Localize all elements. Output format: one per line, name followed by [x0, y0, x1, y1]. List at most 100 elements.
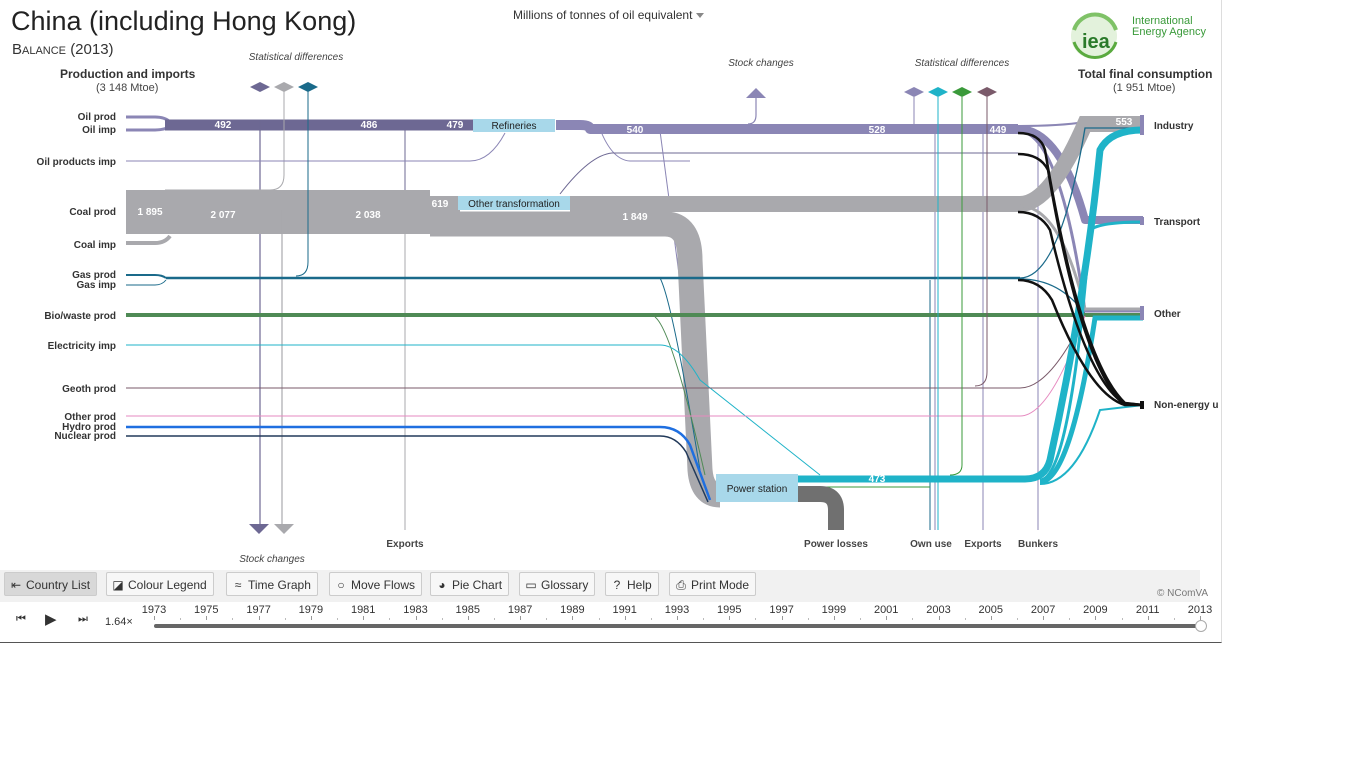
gas-flow[interactable]: [126, 90, 1143, 530]
year-tick-minor: [546, 618, 548, 620]
timeline-track[interactable]: [154, 624, 1202, 628]
flow-value: 449: [990, 125, 1007, 136]
source-label[interactable]: Gas imp: [77, 280, 116, 291]
source-label[interactable]: Electricity imp: [48, 341, 116, 352]
source-label[interactable]: Bio/waste prod: [44, 311, 116, 322]
play-icon[interactable]: ▶: [45, 611, 57, 628]
source-label[interactable]: Coal prod: [69, 207, 116, 218]
year-tick: [781, 616, 783, 620]
sink-label[interactable]: Other: [1154, 309, 1181, 320]
top-arrows: [249, 82, 997, 534]
year-label[interactable]: 1995: [717, 604, 742, 616]
year-tick: [363, 616, 365, 620]
year-label[interactable]: 2007: [1030, 604, 1056, 616]
exit-icon: ⇤: [10, 578, 22, 592]
stat-diff-right-label: Statistical differences: [915, 58, 1010, 69]
unit-dropdown-label: Millions of tonnes of oil equivalent: [513, 8, 693, 22]
year-tick: [206, 616, 208, 620]
source-label[interactable]: Nuclear prod: [54, 431, 116, 442]
source-label[interactable]: Oil imp: [82, 125, 116, 136]
year-label[interactable]: 1973: [141, 604, 167, 616]
move-flows-label: Move Flows: [351, 578, 416, 592]
annotations: Statistical differences Stock changes St…: [239, 52, 1058, 565]
power-losses-label: Power losses: [804, 539, 868, 550]
source-label[interactable]: Oil products imp: [37, 157, 116, 168]
oil-flow[interactable]: [126, 90, 1143, 530]
refineries-node[interactable]: Refineries: [473, 119, 555, 132]
year-label[interactable]: 1981: [350, 604, 376, 616]
app-window: China (including Hong Kong) Balance (201…: [0, 0, 1222, 643]
source-label[interactable]: Other prod: [64, 412, 116, 423]
year-label[interactable]: 1983: [403, 604, 428, 616]
country-list-button[interactable]: ⇤Country List: [4, 572, 98, 596]
book-icon: ▭: [525, 578, 537, 592]
year-label[interactable]: 2001: [873, 604, 899, 616]
help-button[interactable]: ?Help: [605, 572, 659, 596]
flow-value: 492: [215, 120, 232, 131]
year-tick: [833, 616, 835, 620]
source-label[interactable]: Oil prod: [78, 112, 116, 123]
year-label[interactable]: 1993: [664, 604, 690, 616]
source-label[interactable]: Hydro prod: [62, 422, 116, 433]
skip-back-icon[interactable]: ⏮: [16, 613, 26, 625]
year-label[interactable]: 2003: [926, 604, 951, 616]
power-losses-flow[interactable]: [797, 486, 844, 530]
source-label[interactable]: Geoth prod: [62, 384, 116, 395]
year-label[interactable]: 1975: [194, 604, 219, 616]
year-label[interactable]: 1989: [560, 604, 585, 616]
year-label[interactable]: 1997: [769, 604, 794, 616]
time-graph-button[interactable]: ≈Time Graph: [226, 572, 318, 596]
pie-chart-button[interactable]: ◕Pie Chart: [430, 572, 510, 596]
geoth-flow[interactable]: [126, 314, 1086, 389]
year-label[interactable]: 1979: [298, 604, 324, 616]
source-label[interactable]: Gas prod: [72, 270, 116, 281]
year-tick-minor: [232, 618, 234, 620]
move-flows-button[interactable]: ○Move Flows: [329, 572, 423, 596]
logo-text: International Energy Agency: [1132, 16, 1206, 38]
sink-label[interactable]: Non-energy u: [1154, 400, 1218, 411]
year-tick: [886, 616, 888, 620]
flow-value: 553: [1116, 117, 1133, 128]
pie-icon: ◕: [438, 578, 446, 592]
colour-legend-button[interactable]: ◪Colour Legend: [106, 572, 214, 596]
hydro-flow[interactable]: [126, 425, 712, 501]
year-tick-minor: [389, 618, 391, 620]
year-label[interactable]: 2009: [1083, 604, 1108, 616]
timeline-handle[interactable]: [1195, 620, 1207, 632]
non-energy-flows[interactable]: [1017, 131, 1144, 407]
other-transformation-node[interactable]: Other transformation: [458, 196, 570, 210]
sink-label[interactable]: Transport: [1154, 217, 1201, 228]
skip-forward-icon[interactable]: ⏭: [78, 613, 88, 625]
other-prod-flow[interactable]: [126, 315, 1086, 417]
year-label[interactable]: 1999: [821, 604, 847, 616]
source-label[interactable]: Coal imp: [74, 240, 116, 251]
print-mode-button[interactable]: ⎙Print Mode: [669, 572, 757, 596]
sink-label[interactable]: Industry: [1154, 121, 1194, 132]
electricity-import-flow[interactable]: [126, 344, 821, 476]
year-tick: [677, 616, 678, 620]
logo-mark: iea: [1082, 31, 1111, 53]
year-tick-minor: [598, 618, 600, 620]
nuclear-flow[interactable]: [126, 435, 709, 503]
glossary-button[interactable]: ▭Glossary: [519, 572, 596, 596]
other-transformation-label: Other transformation: [468, 199, 560, 210]
year-label[interactable]: 2005: [978, 604, 1004, 616]
flow-value: 2 038: [355, 210, 380, 221]
own-use-label: Own use: [910, 539, 952, 550]
bio-flow[interactable]: [126, 313, 1143, 476]
year-label[interactable]: 2013: [1187, 604, 1213, 616]
year-tick: [990, 616, 992, 620]
year-label[interactable]: 1991: [612, 604, 637, 616]
year-tick: [310, 616, 312, 620]
year-label[interactable]: 1985: [455, 604, 481, 616]
flow-value: 479: [447, 120, 464, 131]
power-station-node[interactable]: Power station: [716, 474, 798, 502]
speed-indicator[interactable]: 1.64×: [105, 616, 133, 628]
year-label[interactable]: 1987: [507, 604, 533, 616]
year-label[interactable]: 2011: [1135, 604, 1160, 616]
exports-left-label: Exports: [386, 539, 424, 550]
page-title: China (including Hong Kong): [11, 6, 357, 36]
year-label[interactable]: 1977: [246, 604, 271, 616]
unit-dropdown[interactable]: Millions of tonnes of oil equivalent: [513, 8, 705, 22]
coal-flow[interactable]: [126, 116, 1143, 530]
